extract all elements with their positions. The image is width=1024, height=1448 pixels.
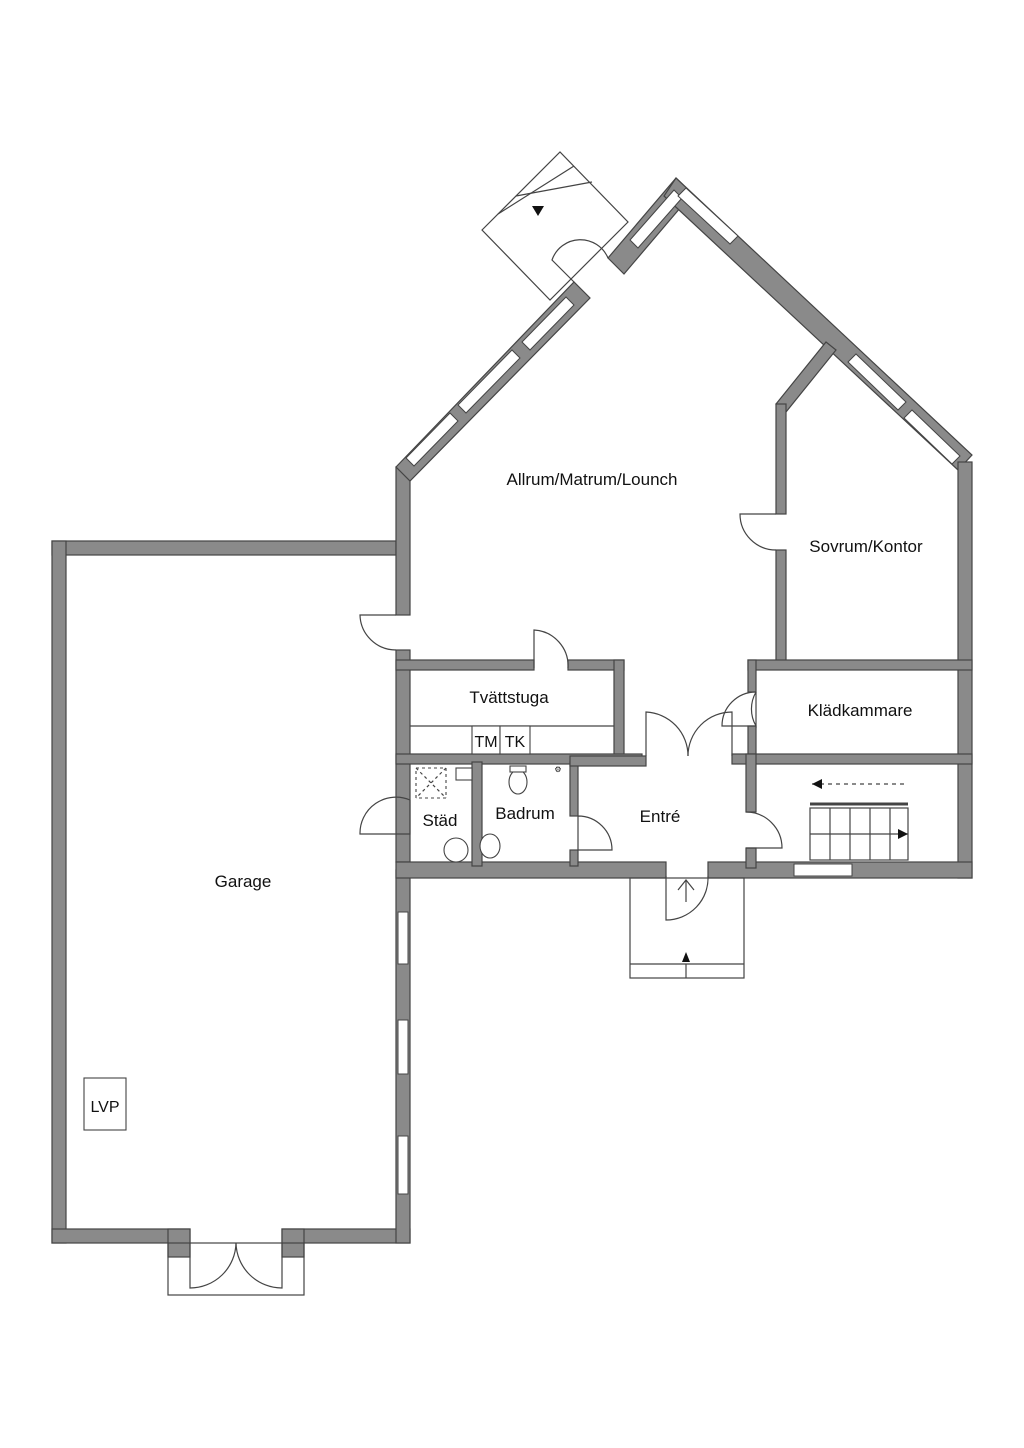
garage-door-frame: [167, 1242, 305, 1296]
wall-stair-left-upper: [745, 753, 757, 813]
door-badrum: [577, 815, 613, 851]
door-garage-left: [189, 1242, 237, 1289]
wall-sovrum-bottom: [747, 659, 973, 671]
window-top-right-3: [903, 409, 961, 465]
label-tm: TM: [474, 734, 497, 751]
door-front: [665, 875, 709, 921]
label-entre: Entré: [640, 807, 681, 826]
steps-top-line-2: [515, 181, 593, 197]
door-stad: [359, 796, 411, 835]
interior-stairs: [809, 779, 909, 861]
stair-lower-arrow: [898, 829, 908, 839]
wall-stad-badrum: [471, 761, 483, 867]
stad-shower-diag-2: [415, 767, 447, 799]
steps-front-exterior: [629, 877, 745, 979]
lvp-box: [83, 1077, 127, 1131]
garage-wall-top: [51, 540, 397, 556]
label-allrum: Allrum/Matrum/Lounch: [506, 470, 677, 489]
doors: [189, 239, 783, 1289]
window-garage-1: [397, 911, 409, 965]
wall-badrum-right-upper: [569, 761, 579, 817]
labels: Allrum/Matrum/Lounch Sovrum/Kontor Tvätt…: [90, 470, 923, 1116]
steps-front-arrow: [682, 952, 690, 962]
door-sovrum: [739, 513, 777, 551]
windows: [397, 187, 961, 1195]
window-top-right-2: [847, 353, 907, 411]
label-tk: TK: [505, 734, 526, 751]
window-diagonal-left-3: [521, 296, 575, 351]
door-kladkammare-swing: [721, 691, 757, 727]
wall-tvatt-top-left: [395, 659, 535, 671]
badrum-valve: ⚙: [554, 765, 561, 774]
wall-entre-top: [569, 755, 647, 767]
label-sovrum: Sovrum/Kontor: [809, 537, 923, 556]
wall-bottom-left: [395, 861, 667, 879]
label-badrum: Badrum: [495, 804, 555, 823]
wall-allrum-left-upper: [395, 466, 411, 616]
window-top-left: [629, 189, 683, 249]
window-top-right-1: [677, 187, 739, 245]
door-stair-room-swing: [745, 811, 783, 849]
garage-wall-left: [51, 540, 67, 1244]
window-diagonal-left-1: [405, 412, 459, 467]
toilet-tank: [509, 765, 527, 773]
toilet: [508, 769, 528, 795]
door-garage-allrum: [359, 614, 397, 651]
exterior: [167, 151, 745, 1296]
wall-sovrum-diagonal: [775, 341, 837, 413]
fixtures: ⚙: [83, 725, 614, 1131]
window-garage-2: [397, 1019, 409, 1075]
window-stair: [793, 863, 853, 877]
steps-top-line: [497, 165, 575, 215]
wall-sovrum-left-upper: [775, 403, 787, 515]
stad-shower-diag-1: [415, 767, 447, 799]
tumble-dryer: [499, 725, 531, 755]
wall-sovrum-left-lower: [775, 549, 787, 664]
front-entry-arrow-head: [677, 879, 695, 891]
door-kladkammare: [750, 691, 757, 729]
door-tvattstuga: [533, 629, 569, 669]
label-garage: Garage: [215, 872, 272, 891]
wall-tvatt-right: [613, 659, 625, 757]
stad-counter: [455, 767, 473, 781]
label-tvattstuga: Tvättstuga: [469, 688, 549, 707]
label-lvp: LVP: [90, 1099, 119, 1116]
stair-upper-arrow: [812, 779, 822, 789]
door-entre-right: [687, 711, 733, 757]
wall-badrum-right-lower: [569, 849, 579, 867]
door-top-exit: [551, 239, 609, 283]
wall-kladkammare-bottom: [731, 753, 973, 765]
label-kladkammare: Klädkammare: [808, 701, 913, 720]
window-garage-3: [397, 1135, 409, 1195]
door-entre-left: [645, 711, 689, 757]
wall-stair-left-lower: [745, 847, 757, 869]
door-garage-right: [235, 1242, 283, 1289]
wall-kladkammare-left-lower: [747, 725, 757, 757]
window-diagonal-left-2: [457, 349, 521, 414]
steps-top-exterior: [481, 151, 629, 301]
steps-top-arrow: [532, 206, 544, 216]
wall-kladkammare-left-upper: [747, 659, 757, 693]
badrum-sink: [479, 833, 501, 859]
label-stad: Städ: [423, 811, 458, 830]
stad-sink: [443, 837, 469, 863]
